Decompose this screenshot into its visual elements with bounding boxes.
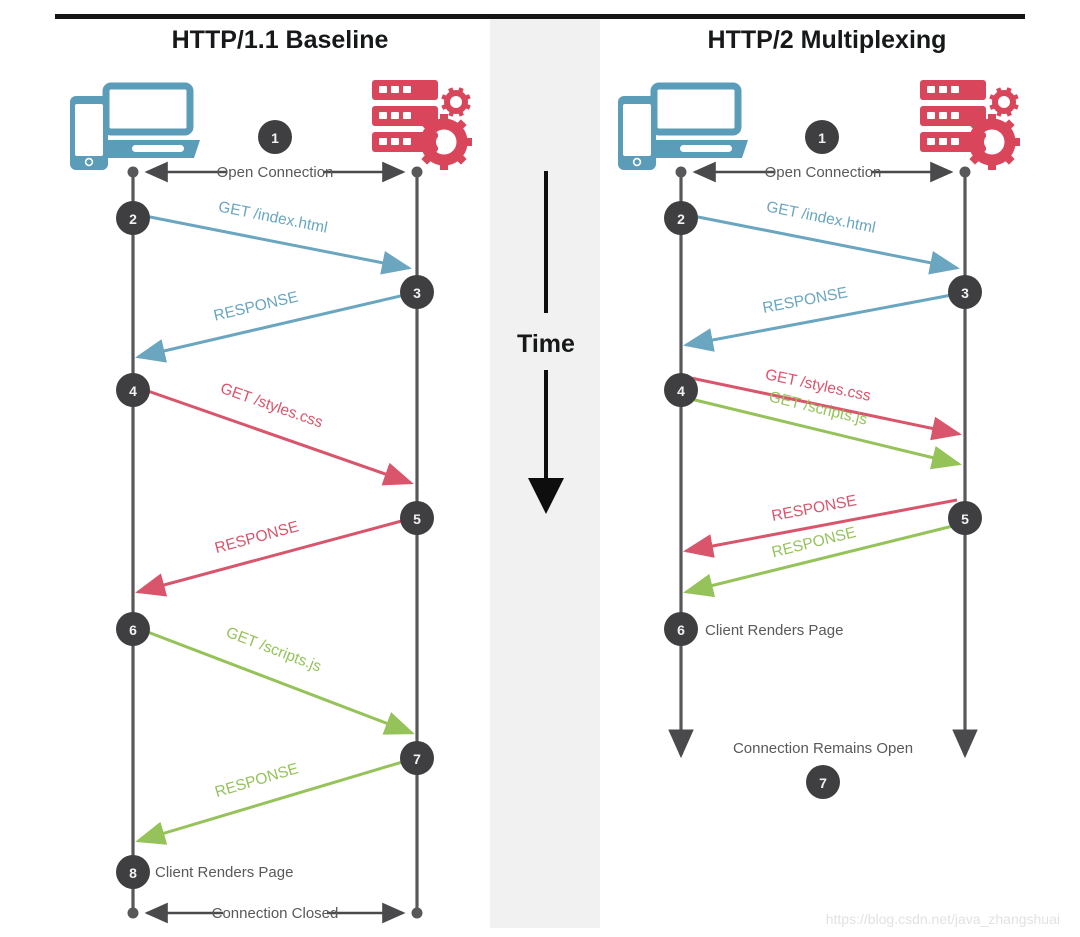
time-axis-layer: Time [517, 171, 575, 514]
step-badge-3: 3 [400, 275, 434, 309]
message-label: RESPONSE [212, 289, 300, 325]
watermark-text: https://blog.csdn.net/java_zhangshuai [826, 911, 1060, 927]
note-label: Client Renders Page [155, 864, 293, 881]
step-badge-number: 2 [677, 211, 685, 227]
time-axis-label: Time [517, 330, 575, 358]
server-gears-icon [372, 80, 472, 170]
background-layer [55, 14, 1025, 928]
open-connection-row: Open Connection [144, 161, 406, 183]
step-badge-6: 6 [664, 612, 698, 646]
step-badge-4: 4 [116, 373, 150, 407]
note-label: Client Renders Page [705, 622, 843, 639]
watermark-layer: https://blog.csdn.net/java_zhangshuai [826, 911, 1060, 927]
message-arrow: RESPONSE [683, 284, 958, 352]
lifeline-start-dot-client [675, 166, 687, 178]
step-badge-number: 1 [818, 130, 826, 146]
panel-title: HTTP/1.1 Baseline [172, 26, 389, 54]
top-rule [55, 14, 1025, 19]
step-badge-8: 8 [116, 855, 150, 889]
message-arrow: GET /scripts.js [144, 624, 415, 735]
message-arrow: GET /styles.css [144, 380, 414, 486]
step-badge-3: 3 [948, 275, 982, 309]
message-arrow: GET /styles.css [690, 366, 962, 441]
step-badge-number: 5 [413, 511, 421, 527]
step-badge-number: 7 [413, 751, 421, 767]
step-badge-5: 5 [400, 501, 434, 535]
message-arrow: GET /index.html [144, 198, 412, 275]
open-connection-label: Open Connection [217, 164, 334, 181]
step-badge-number: 7 [819, 775, 827, 791]
step-badge-5: 5 [948, 501, 982, 535]
client-devices-icon [70, 82, 200, 170]
close-connection-row: Connection Closed [144, 902, 406, 924]
message-label: GET /index.html [765, 198, 877, 236]
panel-title: HTTP/2 Multiplexing [708, 26, 947, 54]
message-label: RESPONSE [770, 524, 858, 561]
message-label: RESPONSE [761, 284, 849, 317]
step-badge-4: 4 [664, 373, 698, 407]
step-badge-number: 8 [129, 865, 137, 881]
step-badge-1: 1 [805, 120, 839, 154]
lifeline-end-dot-server [411, 907, 423, 919]
step-badge-2: 2 [664, 201, 698, 235]
message-arrow: GET /index.html [692, 198, 960, 275]
lifeline-start-dot-client [127, 166, 139, 178]
step-badge-7: 7 [806, 765, 840, 799]
lifeline-end-dot-client [127, 907, 139, 919]
step-badge-number: 2 [129, 211, 137, 227]
step-badge-6: 6 [116, 612, 150, 646]
step-badge-number: 4 [677, 383, 685, 399]
step-badge-number: 5 [961, 511, 969, 527]
step-badge-number: 6 [677, 622, 685, 638]
close-connection-label: Connection Closed [212, 905, 339, 922]
client-devices-icon [618, 82, 748, 170]
step-badge-2: 2 [116, 201, 150, 235]
message-arrow: RESPONSE [135, 289, 410, 363]
open-connection-label: Open Connection [765, 164, 882, 181]
step-badge-number: 3 [413, 285, 421, 301]
message-arrow: RESPONSE [135, 517, 410, 597]
message-label: GET /index.html [217, 198, 329, 236]
lifeline-start-dot-server [411, 166, 423, 178]
step-badge-number: 6 [129, 622, 137, 638]
server-gears-icon [920, 80, 1020, 170]
step-badge-number: 1 [271, 130, 279, 146]
step-badge-number: 4 [129, 383, 137, 399]
step-badge-1: 1 [258, 120, 292, 154]
step-badge-number: 3 [961, 285, 969, 301]
message-arrow: RESPONSE [135, 758, 410, 845]
lifeline-start-dot-server [959, 166, 971, 178]
message-arrow: RESPONSE [683, 523, 958, 598]
time-axis: Time [517, 171, 575, 514]
connection-remains-open-label: Connection Remains Open [733, 740, 913, 757]
step-badge-7: 7 [400, 741, 434, 775]
message-label: GET /styles.css [218, 380, 325, 432]
open-connection-row: Open Connection [692, 161, 954, 183]
